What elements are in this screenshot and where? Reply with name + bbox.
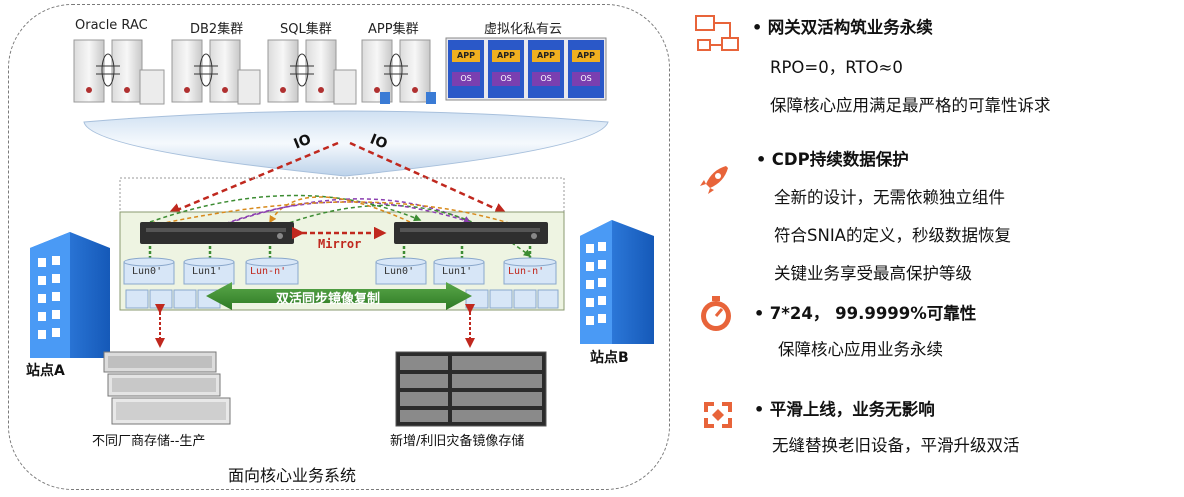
feature-line: 保障核心应用满足最严格的可靠性诉求 [770, 96, 1051, 115]
architecture-diagram [30, 37, 654, 427]
cluster-label-db2: DB2集群 [190, 22, 244, 37]
lun-label: Lun-n' [250, 266, 287, 277]
cluster-label-app: APP集群 [368, 22, 419, 37]
site-a-label: 站点A [26, 363, 65, 379]
gateway-appliance-right [394, 222, 548, 244]
storage-left [103, 351, 231, 425]
vm-app-badge: APP [452, 50, 480, 62]
private-cloud-title: 虚拟化私有云 [484, 22, 563, 37]
feature-line: 无缝替换老旧设备，平滑升级双活 [772, 436, 1020, 455]
feature-line: 全新的设计，无需依赖独立组件 [774, 188, 1005, 207]
lun-label: Lun0' [384, 266, 415, 277]
io-arrow-right [349, 141, 508, 215]
building-site-b [580, 220, 654, 344]
network-icon [695, 15, 739, 51]
cluster-label-sql: SQL集群 [280, 22, 332, 37]
server-cluster-db2 [171, 39, 261, 105]
lun-cylinders [123, 257, 559, 309]
server-cluster-oracle [73, 39, 165, 105]
vm-os-badge: OS [452, 72, 480, 86]
lun-label: Lun0' [132, 266, 163, 277]
storage-right-caption: 新增/利旧灾备镜像存储 [390, 434, 525, 449]
feature-title: • 网关双活构筑业务永续 [752, 18, 933, 37]
vm-os-badge: OS [492, 72, 520, 86]
feature-line: 符合SNIA的定义，秒级数据恢复 [774, 226, 1011, 245]
building-site-a [30, 232, 110, 358]
feature-line: 保障核心应用业务永续 [778, 340, 943, 359]
vm-os-badge: OS [532, 72, 560, 86]
footer-label: 面向核心业务系统 [228, 466, 357, 485]
sync-arrow [206, 282, 472, 310]
server-cluster-sql [267, 39, 357, 105]
lun-label: Lun1' [442, 266, 473, 277]
vm-app-badge: APP [492, 50, 520, 62]
io-lens [83, 110, 609, 177]
vm-os-badge: OS [572, 72, 600, 86]
gateway-appliance-left [140, 222, 294, 244]
lun-label: Lun1' [192, 266, 223, 277]
rocket-icon [700, 166, 728, 194]
refresh-icon [704, 402, 732, 428]
feature-line: RPO=0，RTO≈0 [770, 58, 903, 77]
sync-label: 双活同步镜像复制 [276, 292, 381, 307]
lun-label: Lun-n' [508, 266, 545, 277]
feature-title: • 平滑上线，业务无影响 [754, 400, 935, 419]
cluster-label-oracle: Oracle RAC [75, 18, 148, 33]
feature-title: • CDP持续数据保护 [756, 150, 909, 169]
core-system-frame [8, 4, 670, 490]
feature-line: 关键业务享受最高保护等级 [774, 264, 972, 283]
private-cloud-frame [445, 37, 607, 101]
site-b-label: 站点B [590, 350, 629, 366]
storage-right [395, 351, 547, 427]
stopwatch-icon [701, 296, 731, 331]
vm-app-badge: APP [532, 50, 560, 62]
feature-title: • 7*24， 99.9999%可靠性 [754, 304, 977, 323]
storage-left-caption: 不同厂商存储--生产 [92, 434, 206, 449]
mirror-label: Mirror [318, 237, 362, 251]
vm-app-badge: APP [572, 50, 600, 62]
server-cluster-app [361, 39, 436, 104]
